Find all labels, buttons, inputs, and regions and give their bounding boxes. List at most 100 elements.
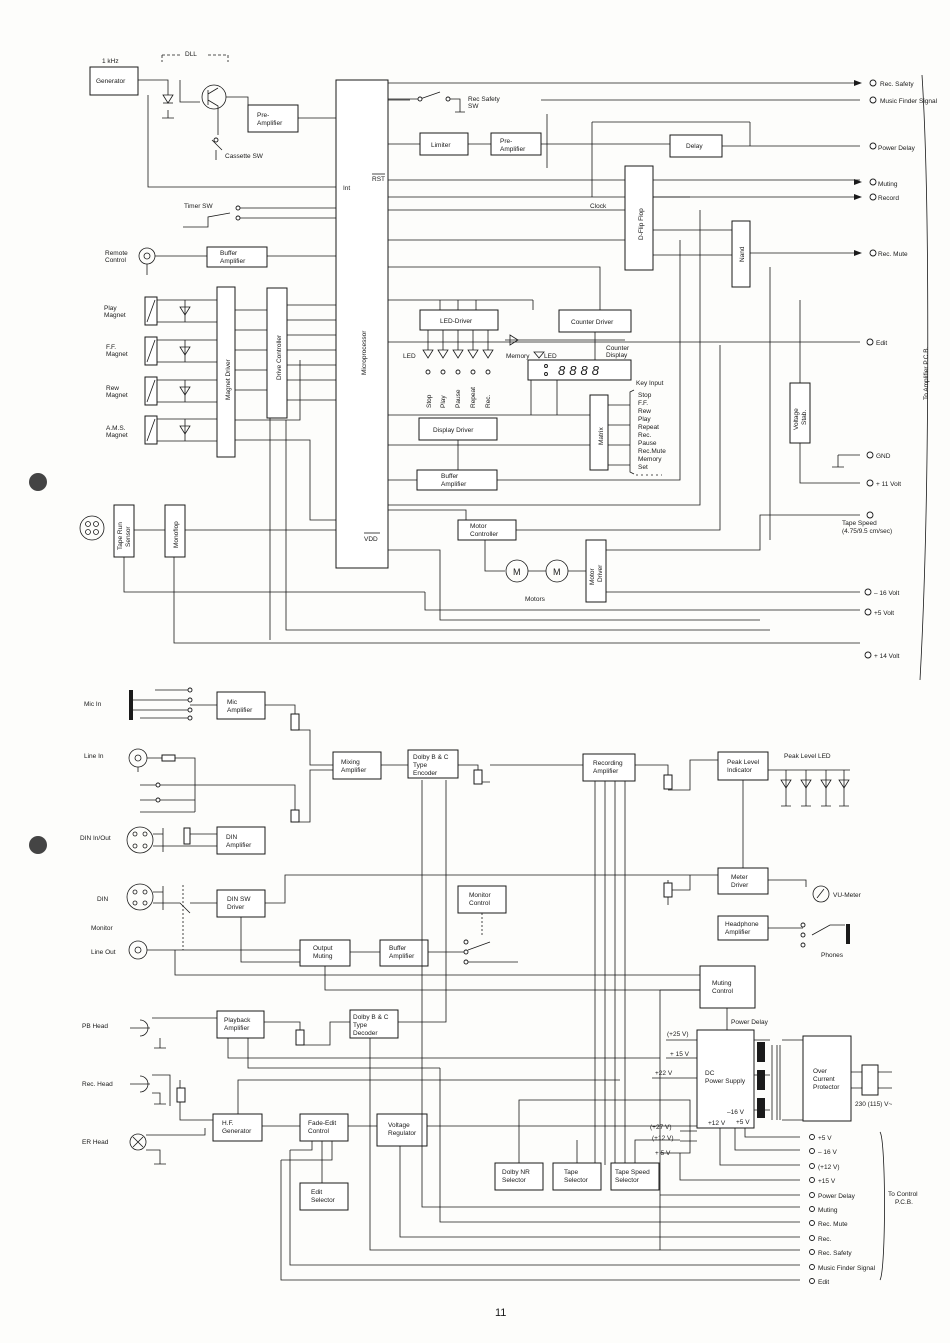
generator-label: Generator <box>96 78 126 85</box>
mic-amp-line1: Mic <box>227 699 238 706</box>
dolby-nr-selector-line1: Dolby NR <box>502 1169 530 1176</box>
motor-driver-line2: Driver <box>597 564 604 582</box>
ams-magnet-line1: A.M.S. <box>106 425 126 432</box>
rail-minus-16v: –16 V <box>727 1109 745 1116</box>
bottom-outputs: +5 V – 16 V (+12 V) +15 V Power Delay Mu… <box>809 1131 918 1286</box>
memory-led-label: Memory <box>506 353 530 360</box>
microprocessor-block <box>335 79 389 569</box>
display-driver-label: Display Driver <box>433 427 474 434</box>
vu-meter-label: VU-Meter <box>833 892 862 899</box>
dolby-decoder-line1: Dolby B & C <box>353 1014 389 1021</box>
recording-amp-line2: Amplifier <box>593 768 619 775</box>
bout-muting: Muting <box>818 1207 838 1214</box>
over-current-line2: Current <box>813 1076 835 1083</box>
rail-15v: + 15 V <box>670 1051 690 1058</box>
monitor-control-block <box>457 885 507 914</box>
magnet-group: Play Magnet F.F. Magnet Rew Magnet A.M.S… <box>104 296 217 445</box>
mic-amp-line2: Amplifier <box>227 707 253 714</box>
ff-magnet-line1: F.F. <box>106 344 116 351</box>
rst-label: RST <box>372 176 385 183</box>
mixing-amp-line2: Amplifier <box>341 767 367 774</box>
peak-level-led-label: Peak Level LED <box>784 753 831 760</box>
key-set: Set <box>638 464 648 471</box>
matrix-block <box>589 394 609 471</box>
rew-magnet-line2: Magnet <box>106 392 128 399</box>
rail-12v: +12 V <box>708 1120 726 1127</box>
out-line: Line Out <box>91 949 116 956</box>
out-rec-mute: Rec. Mute <box>878 251 908 258</box>
in-mic: Mic In <box>84 701 102 708</box>
output-muting-line2: Muting <box>313 953 333 960</box>
dolby-encoder-line1: Dolby B & C <box>413 754 449 761</box>
led-row: Stop Play Pause Repeat Rec. <box>422 330 494 408</box>
monoflop-label: Monoflop <box>173 521 180 548</box>
meter-driver-block <box>717 867 769 895</box>
led-play-label: Play <box>440 395 447 408</box>
voltage-regulator-line2: Regulator <box>388 1130 417 1137</box>
output-muting-line1: Output <box>313 945 333 952</box>
dolby-nr-selector-block <box>494 1162 544 1191</box>
timer-sw-label: Timer SW <box>184 203 214 210</box>
led-stop-label: Stop <box>426 394 433 408</box>
bout-5v: +5 V <box>818 1135 832 1142</box>
in-er-head: ER Head <box>82 1139 109 1146</box>
edit-selector-line2: Selector <box>311 1197 336 1204</box>
tape-speed-selector-block <box>610 1162 660 1191</box>
bout-rec-safety: Rec. Safety <box>818 1250 852 1257</box>
d-flip-flop-label: D-Flip Flop <box>638 208 645 240</box>
to-control-line1: To Control <box>888 1191 918 1198</box>
motor-1-glyph: M <box>513 567 521 577</box>
led-rec-label: Rec. <box>485 394 492 408</box>
in-line: Line In <box>84 753 104 760</box>
phones-label: Phones <box>821 952 844 959</box>
monoflop-block <box>164 504 186 558</box>
counter-display-line1: Counter <box>606 345 630 352</box>
buffer-amp-remote-block <box>206 246 268 268</box>
ff-magnet-line2: Magnet <box>106 351 128 358</box>
in-rec-head: Rec. Head <box>82 1081 113 1088</box>
out-gnd: GND <box>876 453 891 460</box>
peak-indicator-line2: Indicator <box>727 767 753 774</box>
mixing-amp-block <box>332 751 382 780</box>
out-muting: Muting <box>878 181 898 188</box>
playback-amp-block <box>216 1010 265 1039</box>
top-section: 1 kHz DLL Generator Pre- Amplifier Casse… <box>79 51 938 681</box>
rail-12v-b: (+12 V) <box>652 1135 674 1142</box>
voltage-regulator-block <box>376 1113 428 1147</box>
in-din: DIN <box>97 896 109 903</box>
remote-control-line1: Remote <box>105 250 128 257</box>
out-plus-14v: + 14 Volt <box>874 653 900 660</box>
pre-amp-1-block <box>247 104 299 133</box>
remote-control-line2: Control <box>105 257 127 264</box>
counter-driver-label: Counter Driver <box>571 319 614 326</box>
meter-driver-line1: Meter <box>731 874 748 881</box>
supply-rail-labels: (+25 V) + 15 V +22 V –16 V +12 V +5 V (+… <box>650 1031 750 1157</box>
recording-amp-line1: Recording <box>593 760 623 767</box>
motor-2-glyph: M <box>553 567 561 577</box>
led-driver-block <box>419 309 499 331</box>
muting-control-block <box>699 965 756 1009</box>
key-rew: Rew <box>638 408 651 415</box>
hf-generator-line1: H.F. <box>222 1120 234 1127</box>
mic-amp-block <box>216 691 266 720</box>
pre-amp-1-line1: Pre- <box>257 112 269 119</box>
page-number: 11 <box>495 1307 506 1319</box>
led-repeat-label: Repeat <box>470 387 477 408</box>
meter-driver-line2: Driver <box>731 882 749 889</box>
power-delay-label: Power Delay <box>731 1019 769 1026</box>
edit-selector-line1: Edit <box>311 1189 322 1196</box>
dolby-decoder-line2: Type <box>353 1022 367 1029</box>
led-driver-label: LED-Driver <box>440 318 473 325</box>
magnet-driver-label: Magnet Driver <box>225 358 232 400</box>
mixing-amp-line1: Mixing <box>341 759 360 766</box>
motor-controller-line1: Motor <box>470 523 487 530</box>
out-rec-safety: Rec. Safety <box>880 81 914 88</box>
tape-speed-line1: Tape Speed <box>842 520 877 527</box>
top-outputs: Rec. Safety Music Finder Signal Power De… <box>842 74 938 681</box>
in-pb-head: PB Head <box>82 1023 108 1030</box>
rail-5v: +5 V <box>736 1119 750 1126</box>
key-rec-mute: Rec.Mute <box>638 448 666 455</box>
voltage-stab-line1: Voltage <box>793 408 800 430</box>
peak-indicator-line1: Peak Level <box>727 759 760 766</box>
